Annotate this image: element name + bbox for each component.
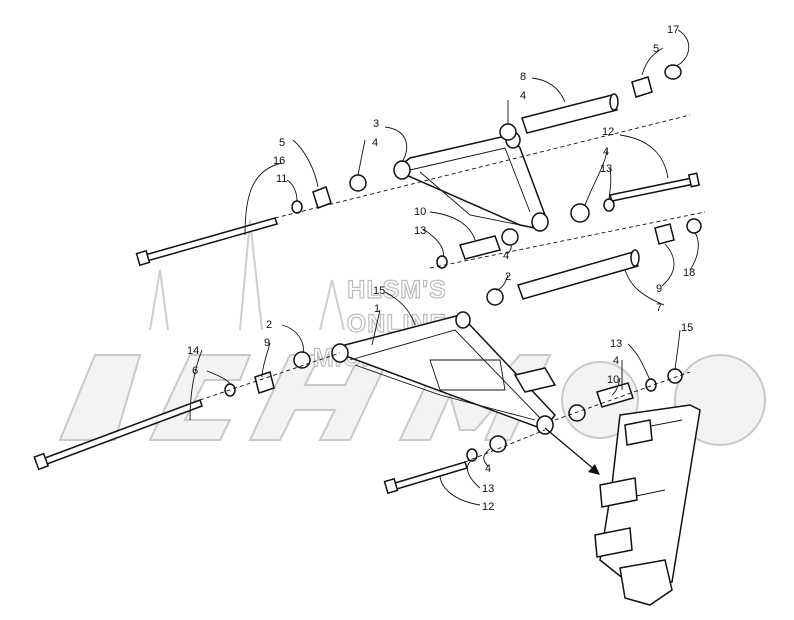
label-4-f: 4 — [485, 463, 491, 475]
label-11: 11 — [276, 173, 287, 185]
label-8: 8 — [520, 71, 526, 83]
label-13-c: 13 — [610, 338, 622, 350]
label-15-right: 15 — [681, 322, 693, 334]
lower-a-arm — [331, 311, 557, 435]
label-7: 7 — [656, 302, 662, 314]
bolt-12-upper — [609, 172, 701, 202]
label-18: 18 — [683, 267, 695, 279]
label-13-b: 13 — [414, 225, 426, 237]
label-4-c: 4 — [603, 146, 609, 158]
label-2-left: 2 — [266, 319, 272, 331]
label-10-top: 10 — [414, 206, 426, 218]
leader-lines — [189, 29, 706, 506]
spindle — [594, 404, 701, 606]
label-4-a: 4 — [520, 90, 526, 102]
bolt-16 — [135, 217, 278, 267]
bolts — [33, 172, 701, 495]
label-2-top: 2 — [505, 271, 511, 283]
label-15-top: 15 — [373, 285, 385, 297]
callout-labels: 17 5 8 4 3 5 4 16 11 12 4 13 10 13 4 18 … — [187, 24, 695, 513]
label-9-left: 9 — [264, 337, 270, 349]
label-1: 1 — [374, 303, 380, 315]
label-3: 3 — [373, 118, 379, 130]
bolt-14 — [33, 399, 203, 471]
label-13-d: 13 — [482, 483, 494, 495]
arrow — [544, 427, 600, 475]
upper-a-arm — [393, 131, 549, 232]
label-4-b: 4 — [372, 137, 378, 149]
label-17: 17 — [667, 24, 679, 36]
bolt-12-lower — [383, 461, 468, 495]
label-6: 6 — [192, 365, 198, 377]
label-14: 14 — [187, 345, 199, 357]
label-4-d: 4 — [503, 250, 509, 262]
label-13-a: 13 — [600, 163, 612, 175]
label-10-bottom: 10 — [607, 374, 619, 386]
label-4-e: 4 — [613, 355, 619, 367]
label-12-top: 12 — [602, 126, 614, 138]
label-5-top: 5 — [653, 43, 659, 55]
label-5-left: 5 — [279, 137, 285, 149]
label-12-bottom: 12 — [482, 501, 494, 513]
label-16: 16 — [273, 155, 285, 167]
label-9-right: 9 — [656, 283, 662, 295]
